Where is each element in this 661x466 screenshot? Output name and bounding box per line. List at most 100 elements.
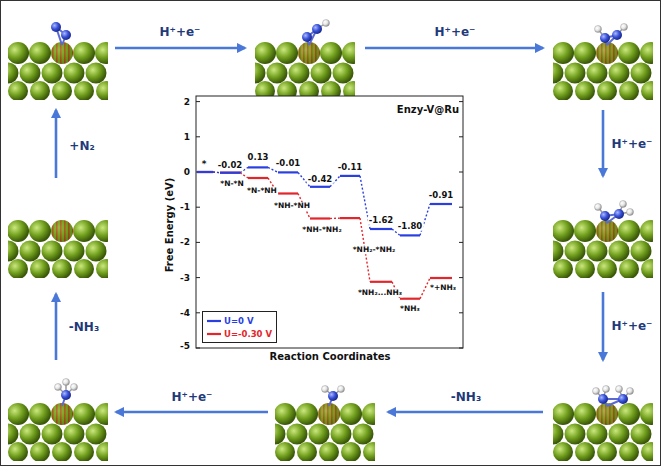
ruthenium-atom xyxy=(29,403,51,425)
ruthenium-atom xyxy=(95,220,108,242)
ruthenium-atom xyxy=(309,424,330,445)
cycle-arrow xyxy=(602,110,605,176)
axis-tick xyxy=(196,242,200,243)
energy-level xyxy=(248,166,268,168)
ruthenium-atom xyxy=(255,42,276,64)
energy-level xyxy=(400,298,420,300)
cycle-arrow xyxy=(388,411,543,414)
energy-connector xyxy=(420,204,430,235)
surface-panel xyxy=(543,24,661,102)
nitrogen-atom xyxy=(328,391,338,401)
illustration-part xyxy=(553,24,653,101)
ruthenium-atom xyxy=(553,81,573,100)
hydrogen-atom xyxy=(322,386,329,393)
legend-text: U=0 V xyxy=(224,316,253,326)
ruthenium-atom xyxy=(8,403,29,425)
ruthenium-atom xyxy=(20,63,41,84)
ruthenium-atom xyxy=(52,259,72,278)
ruthenium-atom xyxy=(553,259,573,278)
ruthenium-atom xyxy=(565,424,586,445)
ruthenium-atom xyxy=(297,442,317,461)
energy-level xyxy=(278,171,298,173)
ruthenium-atom xyxy=(73,42,95,64)
ruthenium-atom xyxy=(96,259,108,278)
axis-tick xyxy=(196,207,200,208)
axis-tick-label: 2 xyxy=(183,97,191,106)
illustration-part xyxy=(8,22,108,100)
ruthenium-atom xyxy=(20,241,41,262)
axis-tick xyxy=(459,277,463,278)
ruthenium-atom xyxy=(587,63,608,84)
state-label: * xyxy=(201,160,208,169)
ruthenium-atom xyxy=(553,424,564,445)
energy-level xyxy=(340,175,360,177)
illustration-part xyxy=(553,201,653,279)
energy-level xyxy=(248,177,268,179)
vanadium-atom xyxy=(596,42,618,64)
nitrogen-atom xyxy=(612,30,622,40)
axis-tick xyxy=(196,348,200,349)
ruthenium-atom xyxy=(340,403,362,425)
surface-panel xyxy=(0,379,117,463)
nitrogen-atom xyxy=(614,209,624,219)
ruthenium-atom xyxy=(8,259,28,278)
hydrogen-atom xyxy=(627,209,634,216)
legend-row: U=0 V xyxy=(207,314,272,327)
energy-value: 0.13 xyxy=(247,153,270,162)
energy-level xyxy=(430,277,452,279)
energy-level xyxy=(370,228,392,230)
state-label: *N-*N xyxy=(219,180,245,188)
axis-tick-label: -3 xyxy=(179,273,191,282)
ruthenium-atom xyxy=(287,424,308,445)
ruthenium-atom xyxy=(8,241,19,262)
energy-level xyxy=(430,203,452,205)
energy-value: -0.11 xyxy=(337,163,364,172)
ruthenium-atom xyxy=(29,220,51,242)
surface-panel xyxy=(0,220,117,279)
axis-tick xyxy=(196,277,200,278)
ruthenium-atom xyxy=(640,220,653,242)
ruthenium-atom xyxy=(320,42,342,64)
ruthenium-atom xyxy=(74,81,94,100)
ruthenium-atom xyxy=(587,424,608,445)
energy-value: -0.91 xyxy=(428,191,455,200)
ruthenium-atom xyxy=(553,403,574,425)
ruthenium-atom xyxy=(575,259,595,278)
axis-tick xyxy=(459,242,463,243)
atom-shade xyxy=(298,42,320,64)
vanadium-atom xyxy=(596,220,618,242)
ruthenium-atom xyxy=(353,424,374,445)
illustration-part xyxy=(255,20,355,101)
nitrogen-atom xyxy=(618,394,628,404)
axis-title: Reaction Coordinates xyxy=(269,352,392,362)
ruthenium-atom xyxy=(29,42,51,64)
ruthenium-atom xyxy=(86,241,107,262)
nitrogen-atom xyxy=(61,390,71,400)
energy-connector xyxy=(268,167,278,172)
hydrogen-atom xyxy=(63,379,70,386)
surface-panel xyxy=(0,22,117,101)
ruthenium-atom xyxy=(641,259,653,278)
ruthenium-atom xyxy=(96,81,108,100)
atom-shade xyxy=(596,403,618,425)
state-label: *NH₂-*NH₂ xyxy=(352,246,397,254)
ruthenium-atom xyxy=(275,424,286,445)
ruthenium-atom xyxy=(342,42,355,64)
ruthenium-atom xyxy=(267,63,288,84)
ruthenium-atom xyxy=(8,42,29,64)
ruthenium-atom xyxy=(553,220,574,242)
legend-text: U=-0.30 V xyxy=(224,329,272,339)
hydrogen-atom xyxy=(595,204,602,211)
atom-shade xyxy=(51,220,73,242)
step-label: H⁺+e⁻ xyxy=(434,26,477,38)
axis-tick-label: 1 xyxy=(183,132,191,141)
cycle-arrow xyxy=(55,294,58,360)
axis-tick xyxy=(459,101,463,102)
state-label: *+NH₃ xyxy=(429,284,457,292)
illustration-part xyxy=(8,220,108,278)
cycle-arrow xyxy=(602,292,605,360)
ruthenium-atom xyxy=(8,81,28,100)
hydrogen-atom xyxy=(593,388,600,395)
ruthenium-atom xyxy=(553,241,564,262)
